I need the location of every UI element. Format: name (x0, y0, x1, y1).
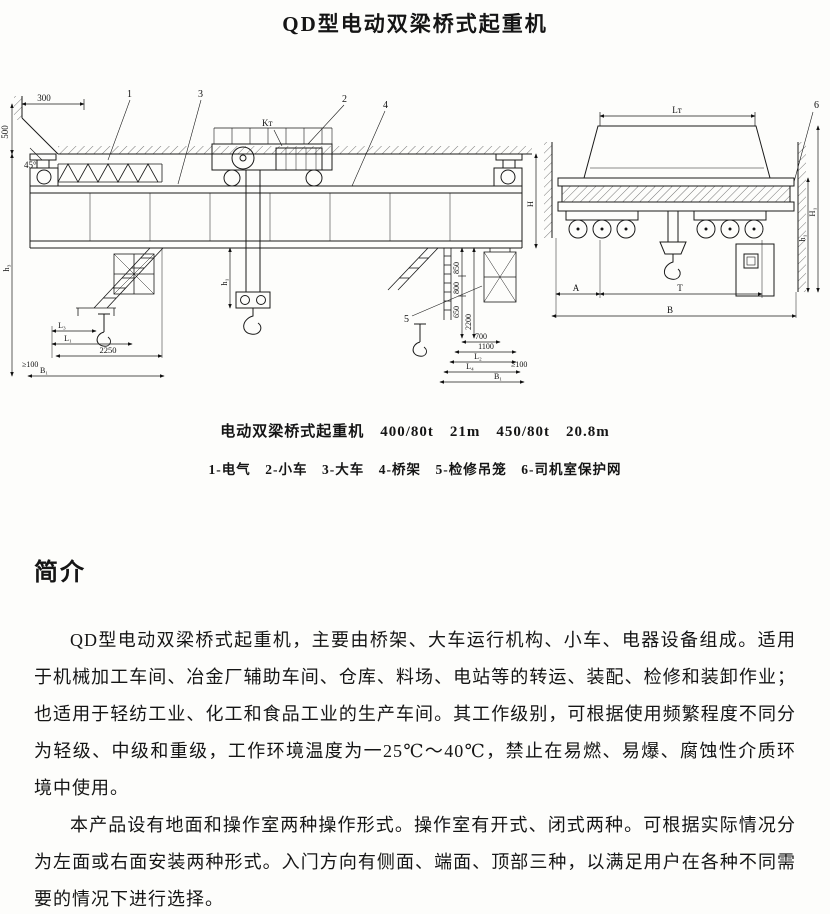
bridge-girder (29, 185, 523, 249)
intro-heading: 简介 (34, 560, 86, 586)
dim-h1r-label: h₁ (797, 234, 807, 241)
dim-LT: Lт (599, 105, 756, 126)
girder-end-view (557, 177, 795, 212)
dim-2250-label: 2250 (100, 345, 117, 355)
building-ceiling (14, 96, 532, 161)
dim-L4-label: L₄ (466, 362, 474, 371)
driver-cab (735, 243, 775, 297)
right-stair-ladder (387, 247, 452, 320)
dim-500-label: 500 (0, 125, 10, 139)
walkway-truss (57, 163, 163, 183)
dim-LT-label: Lт (672, 105, 681, 115)
page-title: QD型电动双梁桥式起重机 (282, 12, 548, 36)
side-hook (659, 211, 687, 280)
dim-700-label: 700 (475, 332, 487, 341)
dim-h1: h₁ (219, 247, 232, 309)
dim-ge100-left-label: ≥100 (22, 360, 38, 369)
center-hook-symbol (412, 323, 427, 357)
corner-dimensions: 300 500 45° (0, 93, 85, 170)
dim-H1-label: H₁ (807, 207, 817, 216)
dim-T-label: T (677, 283, 683, 293)
maintenance-cage (483, 248, 517, 303)
intro-paragraph-1: QD型电动双梁桥式起重机，主要由桥架、大车运行机构、小车、电器设备组成。适用于机… (34, 630, 796, 798)
dim-850-label: 850 (452, 262, 461, 274)
dim-1100-label: 1100 (478, 342, 494, 351)
cab-box (113, 253, 155, 295)
callout-2: 2 (342, 94, 347, 105)
figure-legend: 1-电气 2-小车 3-大车 4-桥架 5-检修吊笼 6-司机室保护网 (208, 462, 622, 477)
dim-H-label: H (525, 201, 535, 207)
dim-L1-label: L₁ (64, 334, 72, 343)
dim-B1-left-label: B₁ (40, 366, 48, 375)
side-bottom-dims: A T B (551, 238, 797, 318)
callout-4: 4 (383, 100, 388, 111)
protective-structure (583, 125, 771, 179)
bottom-left-dims: L₃ L₁ 2250 ≥100 B₁ (22, 248, 165, 378)
dim-ge100-right-label: ≥100 (511, 360, 527, 369)
dim-B-label: B (667, 305, 673, 315)
trolley: Kт (211, 118, 333, 187)
callout-1: 1 (127, 89, 132, 100)
callout-5: 5 (404, 314, 409, 325)
front-view: 300 500 45° (0, 89, 538, 384)
crane-drawing-svg: 300 500 45° (0, 89, 820, 384)
dim-A-label: A (573, 283, 580, 293)
callout-6-group: 6 (793, 100, 819, 183)
overall-vertical-dims: h₃ H (1, 153, 538, 377)
figure-caption: 电动双梁桥式起重机 400/80t 21m 450/80t 20.8m (220, 424, 610, 440)
dim-B1-right-label: B₁ (494, 372, 502, 381)
dim-300-label: 300 (37, 93, 51, 103)
end-carriages (565, 210, 767, 239)
callout-3: 3 (198, 89, 203, 100)
callout-6: 6 (814, 100, 819, 111)
kt-label: Kт (262, 118, 272, 128)
dim-h3-label: h₃ (1, 264, 11, 271)
dim-2200-label: 2200 (464, 314, 473, 330)
hook-block (235, 170, 271, 335)
dim-800-label: 800 (452, 282, 461, 294)
crane-technical-drawing: 300 500 45° (0, 86, 830, 416)
dim-h1-label: h₁ (219, 278, 229, 285)
left-hook-symbol (96, 313, 111, 347)
part-callouts: 1 3 2 4 5 (107, 89, 483, 325)
side-right-dims: h₁ H₁ (797, 125, 820, 293)
side-view: Lт 6 (544, 100, 820, 318)
angle-45-label: 45° (24, 160, 37, 170)
dim-650-label: 650 (452, 306, 461, 318)
intro-paragraph-2: 本产品设有地面和操作室两种操作形式。操作室有开式、闭式两种。可根据实际情况分为左… (34, 815, 796, 909)
dim-L2-label: L₂ (474, 352, 482, 361)
bottom-right-dims: 700 1100 L₂ L₄ ≥100 B₁ (439, 332, 527, 384)
dim-L3-label: L₃ (58, 321, 66, 330)
right-vertical-dims: 850 800 650 2200 (452, 247, 476, 339)
